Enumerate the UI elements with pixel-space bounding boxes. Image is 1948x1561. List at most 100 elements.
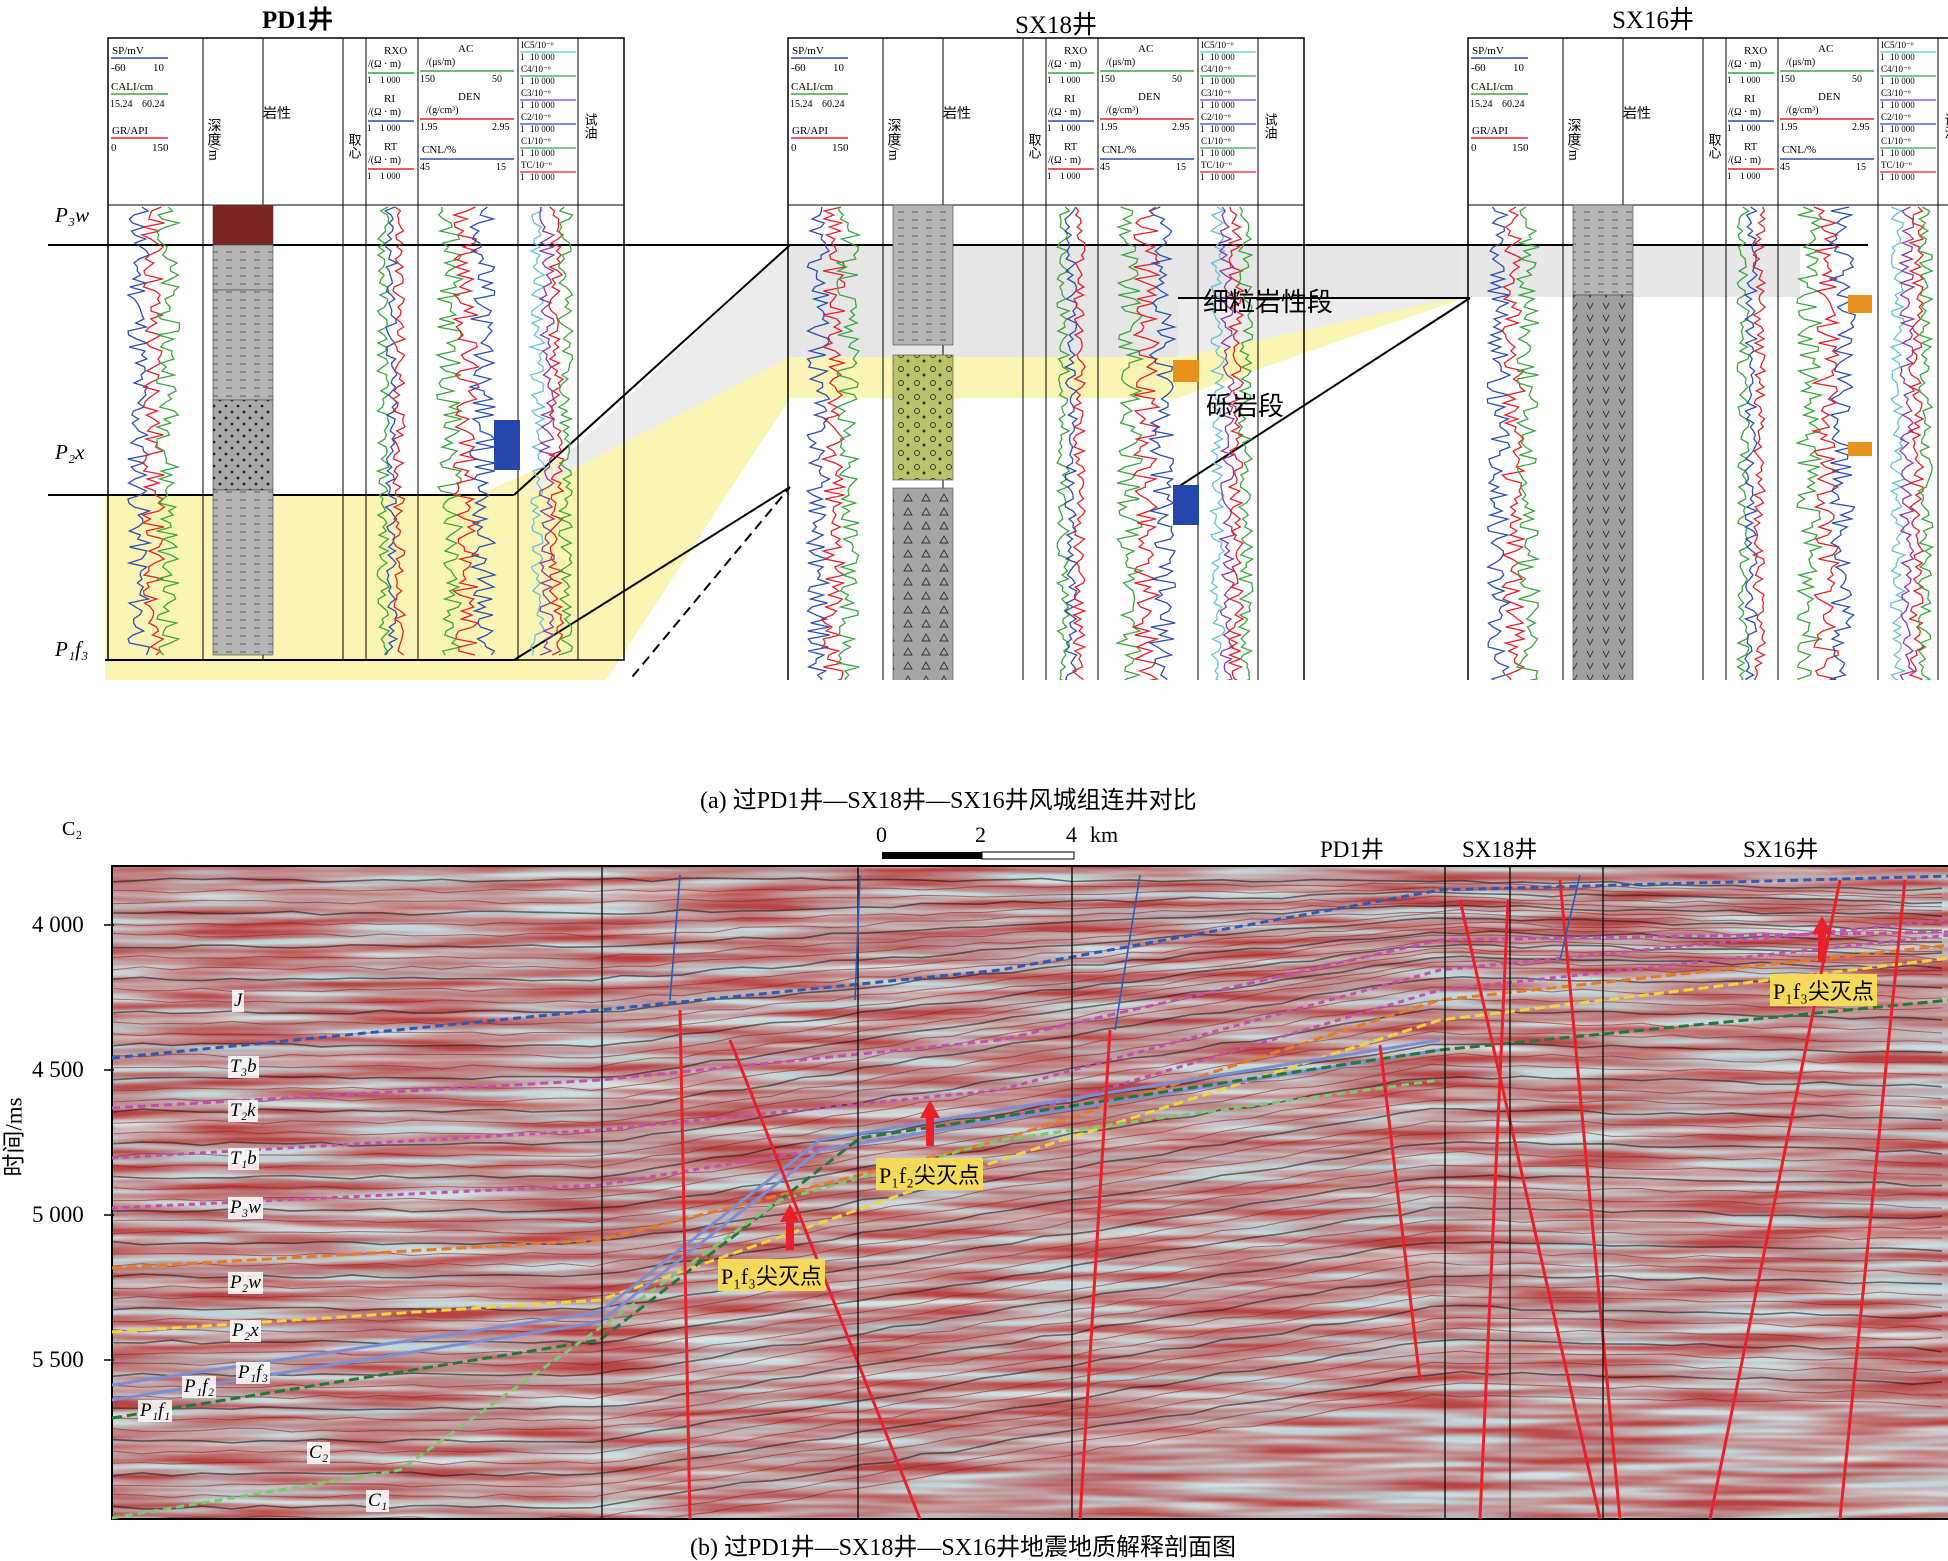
svg-text:岩性: 岩性 <box>263 106 291 122</box>
svg-text:10 000: 10 000 <box>1890 100 1915 110</box>
time-tick-5000: 5 000 <box>32 1202 84 1227</box>
svg-text:TC/10⁻⁶: TC/10⁻⁶ <box>521 160 552 170</box>
svg-text:深度/m: 深度/m <box>206 118 222 161</box>
svg-text:/(Ω · m): /(Ω · m) <box>1728 155 1761 166</box>
svg-text:深度/m: 深度/m <box>1566 118 1582 161</box>
svg-text:RXO: RXO <box>384 45 407 57</box>
svg-text:/(Ω · m): /(Ω · m) <box>1048 59 1081 70</box>
svg-text:1: 1 <box>1047 75 1052 85</box>
svg-text:1: 1 <box>1200 100 1205 110</box>
svg-text:1: 1 <box>1200 76 1205 86</box>
svg-text:1 000: 1 000 <box>1740 75 1761 85</box>
svg-text:1: 1 <box>1727 123 1732 133</box>
svg-text:AC: AC <box>1138 43 1153 55</box>
svg-text:1 000: 1 000 <box>1060 75 1081 85</box>
svg-text:SP/mV: SP/mV <box>1472 45 1504 57</box>
well-title-sx18: SX18井 <box>1015 12 1097 39</box>
svg-text:10 000: 10 000 <box>1210 52 1235 62</box>
svg-text:C4/10⁻⁶: C4/10⁻⁶ <box>1201 64 1231 74</box>
well-title-pd1: PD1井 <box>262 7 333 34</box>
svg-text:1 000: 1 000 <box>1060 123 1081 133</box>
svg-text:10 000: 10 000 <box>1210 172 1235 182</box>
svg-text:取心: 取心 <box>1707 133 1722 159</box>
svg-text:50: 50 <box>492 74 502 85</box>
seismic-well-sx18: SX18井 <box>1462 837 1538 862</box>
svg-text:GR/API: GR/API <box>112 125 148 137</box>
svg-text:1: 1 <box>1727 75 1732 85</box>
svg-text:150: 150 <box>832 142 849 154</box>
svg-text:/(Ω · m): /(Ω · m) <box>1048 107 1081 118</box>
svg-text:10 000: 10 000 <box>1890 148 1915 158</box>
svg-text:C2/10⁻⁶: C2/10⁻⁶ <box>1881 112 1911 122</box>
svg-text:10 000: 10 000 <box>530 148 555 158</box>
svg-text:1: 1 <box>1200 124 1205 134</box>
svg-text:IC5/10⁻⁶: IC5/10⁻⁶ <box>1881 40 1914 50</box>
svg-text:/(μs/m): /(μs/m) <box>1786 57 1815 68</box>
svg-text:AC: AC <box>1818 43 1833 55</box>
svg-text:150: 150 <box>420 74 435 85</box>
svg-text:RXO: RXO <box>1064 45 1087 57</box>
time-axis-label: 时间/ms <box>1 1097 27 1177</box>
svg-text:/(Ω · m): /(Ω · m) <box>368 107 401 118</box>
svg-text:DEN: DEN <box>1138 91 1161 103</box>
svg-text:2.95: 2.95 <box>1852 122 1870 133</box>
svg-text:1 000: 1 000 <box>380 75 401 85</box>
seismic-well-pd1: PD1井 <box>1320 837 1384 862</box>
svg-text:1: 1 <box>1880 76 1885 86</box>
svg-text:60.24: 60.24 <box>822 99 845 110</box>
svg-text:岩性: 岩性 <box>1623 106 1651 122</box>
formation-p3w: P₃w <box>55 203 90 227</box>
svg-text:10 000: 10 000 <box>530 100 555 110</box>
svg-text:1: 1 <box>1880 100 1885 110</box>
svg-text:45: 45 <box>1780 162 1790 173</box>
svg-text:10 000: 10 000 <box>530 124 555 134</box>
scale-tick-2: 2 <box>975 822 986 847</box>
svg-text:取心: 取心 <box>347 133 362 159</box>
svg-text:1: 1 <box>1200 52 1205 62</box>
svg-text:150: 150 <box>1100 74 1115 85</box>
svg-text:10 000: 10 000 <box>1210 124 1235 134</box>
svg-text:15.24: 15.24 <box>110 99 133 110</box>
svg-text:RXO: RXO <box>1744 45 1767 57</box>
svg-text:CALI/cm: CALI/cm <box>1471 81 1514 93</box>
svg-text:1: 1 <box>1200 172 1205 182</box>
svg-text:60.24: 60.24 <box>142 99 165 110</box>
svg-text:50: 50 <box>1172 74 1182 85</box>
svg-text:C3/10⁻⁶: C3/10⁻⁶ <box>1881 88 1911 98</box>
svg-text:0: 0 <box>111 142 117 154</box>
svg-text:2.95: 2.95 <box>492 122 510 133</box>
svg-text:/(μs/m): /(μs/m) <box>426 57 455 68</box>
svg-text:深度/m: 深度/m <box>886 118 902 161</box>
svg-text:1: 1 <box>1880 172 1885 182</box>
horizon-label-p1f1: P₁f₁ <box>138 1400 173 1422</box>
svg-text:C1/10⁻⁶: C1/10⁻⁶ <box>1201 136 1231 146</box>
svg-text:1: 1 <box>1880 148 1885 158</box>
svg-text:15: 15 <box>1176 162 1186 173</box>
svg-text:CALI/cm: CALI/cm <box>791 81 834 93</box>
svg-text:1: 1 <box>520 148 525 158</box>
time-tick-4500: 4 500 <box>32 1057 84 1082</box>
svg-text:岩性: 岩性 <box>943 106 971 122</box>
svg-text:10: 10 <box>833 62 845 74</box>
horizon-label-t2k: T₂k <box>228 1100 258 1122</box>
svg-text:IC5/10⁻⁶: IC5/10⁻⁶ <box>1201 40 1234 50</box>
svg-text:CNL/%: CNL/% <box>1782 144 1816 156</box>
svg-text:SP/mV: SP/mV <box>112 45 144 57</box>
svg-text:/(Ω · m): /(Ω · m) <box>368 59 401 70</box>
formation-c2: C₂ <box>62 818 83 840</box>
svg-text:2.95: 2.95 <box>1172 122 1190 133</box>
svg-text:RI: RI <box>384 93 395 105</box>
svg-text:15.24: 15.24 <box>1470 99 1493 110</box>
svg-text:TC/10⁻⁶: TC/10⁻⁶ <box>1201 160 1232 170</box>
svg-text:10 000: 10 000 <box>1210 100 1235 110</box>
svg-text:DEN: DEN <box>1818 91 1841 103</box>
svg-text:10 000: 10 000 <box>530 76 555 86</box>
horizon-label-t3b: T₃b <box>228 1056 259 1078</box>
svg-text:10 000: 10 000 <box>1210 76 1235 86</box>
svg-text:C1/10⁻⁶: C1/10⁻⁶ <box>1881 136 1911 146</box>
svg-text:C2/10⁻⁶: C2/10⁻⁶ <box>1201 112 1231 122</box>
svg-text:1.95: 1.95 <box>420 122 438 133</box>
